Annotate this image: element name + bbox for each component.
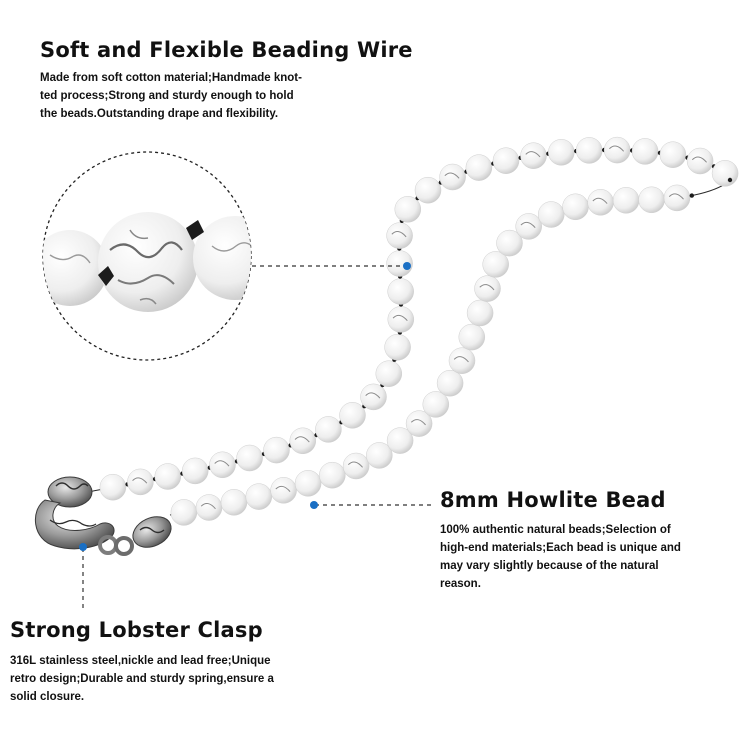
howlite-bead bbox=[294, 470, 322, 497]
howlite-bead bbox=[659, 141, 687, 168]
howlite-bead bbox=[548, 139, 575, 166]
howlite-bead bbox=[474, 275, 501, 302]
howlite-bead bbox=[436, 369, 464, 397]
bead-strand-inner bbox=[170, 184, 694, 526]
clasp-ring-2 bbox=[114, 536, 134, 556]
bead-vein bbox=[592, 197, 608, 204]
bead-vein bbox=[520, 221, 536, 229]
bead-vein bbox=[444, 172, 460, 179]
bead-vein bbox=[479, 284, 495, 291]
bead-marker-dot bbox=[310, 501, 318, 509]
bead-description: 100% authentic natural beads;Selection o… bbox=[440, 524, 681, 590]
bead-strand-outer bbox=[99, 136, 739, 501]
lobster-clasp bbox=[34, 476, 172, 556]
howlite-bead bbox=[711, 160, 739, 187]
howlite-bead bbox=[465, 154, 493, 181]
bead-vein bbox=[609, 145, 625, 152]
howlite-bead bbox=[339, 402, 366, 429]
howlite-bead bbox=[439, 163, 466, 191]
clasp-description: 316L stainless steel,nickle and lead fre… bbox=[10, 655, 274, 703]
howlite-bead bbox=[631, 138, 659, 165]
bead-title: 8mm Howlite Bead bbox=[440, 488, 666, 512]
howlite-bead bbox=[458, 323, 486, 351]
howlite-bead bbox=[386, 222, 413, 249]
howlite-bead bbox=[492, 147, 520, 174]
zoom-detail bbox=[42, 151, 252, 361]
howlite-bead bbox=[220, 489, 248, 516]
cord-knot bbox=[689, 193, 694, 198]
bead-vein bbox=[691, 156, 707, 163]
howlite-bead bbox=[263, 436, 290, 464]
howlite-bead bbox=[236, 444, 263, 472]
howlite-bead bbox=[520, 142, 547, 169]
bead-vein bbox=[525, 151, 541, 158]
howlite-bead bbox=[466, 299, 494, 327]
zoom-bead-right bbox=[193, 216, 251, 300]
howlite-bead bbox=[366, 442, 393, 469]
howlite-bead bbox=[405, 410, 433, 437]
howlite-bead bbox=[482, 251, 509, 278]
wire-description: Made from soft cotton material;Handmade … bbox=[40, 72, 302, 120]
zoom-knot-left bbox=[98, 266, 114, 286]
bead-vein bbox=[410, 419, 426, 426]
zoom-bead-center bbox=[98, 212, 198, 312]
howlite-bead bbox=[414, 176, 442, 204]
bead-vein bbox=[132, 477, 148, 484]
howlite-bead bbox=[387, 306, 415, 333]
howlite-bead bbox=[587, 189, 614, 216]
howlite-bead bbox=[394, 196, 422, 223]
howlite-bead bbox=[319, 461, 346, 489]
howlite-bead bbox=[342, 452, 370, 480]
bead-vein bbox=[391, 231, 407, 238]
howlite-bead bbox=[387, 278, 414, 305]
howlite-bead bbox=[170, 499, 198, 526]
clasp-marker-dot bbox=[79, 543, 87, 551]
howlite-bead bbox=[515, 213, 542, 240]
howlite-bead bbox=[562, 193, 589, 221]
bead-vein bbox=[453, 356, 469, 363]
bead-vein bbox=[294, 436, 310, 443]
bead-vein bbox=[275, 485, 291, 492]
howlite-bead bbox=[127, 468, 154, 496]
bead-vein bbox=[200, 502, 216, 510]
howlite-bead bbox=[537, 201, 565, 228]
howlite-bead bbox=[315, 416, 342, 443]
clasp-title: Strong Lobster Clasp bbox=[10, 618, 263, 642]
zoom-knot-right bbox=[186, 220, 204, 240]
howlite-bead bbox=[686, 147, 714, 175]
howlite-bead bbox=[612, 187, 640, 214]
bead-vein bbox=[214, 460, 230, 467]
bead-vein bbox=[392, 314, 408, 322]
bead-vein bbox=[365, 392, 381, 399]
howlite-bead bbox=[663, 184, 691, 212]
howlite-bead bbox=[195, 494, 223, 521]
howlite-bead bbox=[289, 427, 317, 455]
howlite-bead bbox=[209, 451, 236, 479]
cord-knot bbox=[727, 177, 733, 183]
howlite-bead bbox=[638, 186, 665, 214]
howlite-bead bbox=[360, 383, 387, 411]
howlite-bead bbox=[384, 333, 411, 361]
howlite-bead bbox=[245, 483, 273, 510]
howlite-bead bbox=[375, 360, 403, 387]
howlite-bead bbox=[99, 473, 127, 501]
howlite-bead bbox=[270, 477, 297, 504]
howlite-bead bbox=[181, 457, 209, 485]
zoom-bead-left bbox=[43, 230, 108, 306]
wire-title: Soft and Flexible Beading Wire bbox=[40, 38, 413, 62]
bead-vein bbox=[347, 461, 363, 468]
wire-marker-dot bbox=[403, 262, 411, 270]
howlite-bead bbox=[496, 229, 523, 257]
howlite-bead bbox=[386, 427, 414, 454]
howlite-bead bbox=[575, 137, 603, 164]
howlite-bead bbox=[603, 136, 631, 164]
bead-vein bbox=[668, 193, 684, 200]
howlite-bead bbox=[448, 347, 476, 374]
howlite-bead bbox=[422, 391, 450, 418]
clasp-cap-right bbox=[132, 516, 172, 548]
howlite-bead bbox=[154, 463, 182, 490]
